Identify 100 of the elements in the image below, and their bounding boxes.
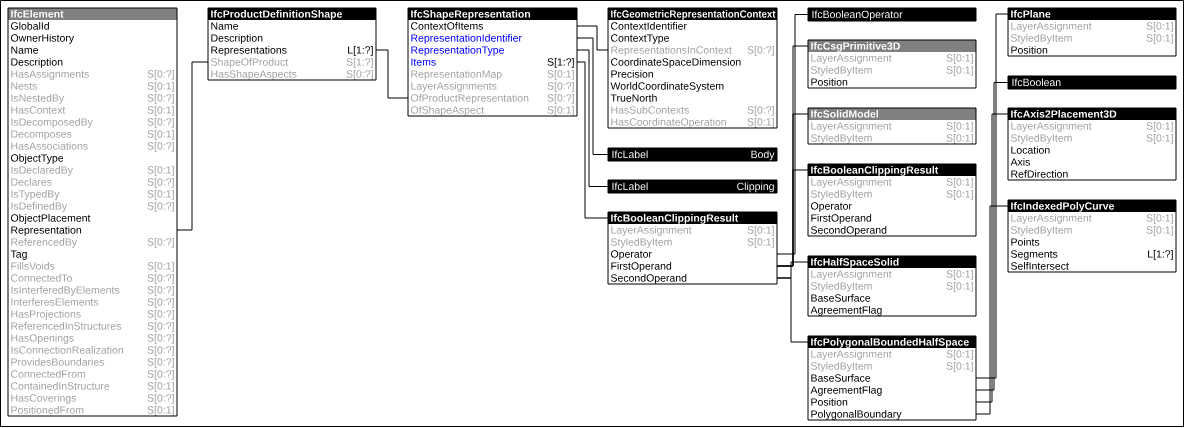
- attribute-name: IsDecomposedBy: [11, 118, 93, 128]
- connector-line: [576, 61, 609, 219]
- attribute-name: RepresentationType: [411, 46, 504, 56]
- attribute-name: StyledByItem: [811, 66, 872, 76]
- attribute-name: LayerAssignment: [811, 350, 892, 360]
- cardinality: S[0:1]: [147, 130, 174, 140]
- attribute-name: Name: [11, 46, 39, 54]
- attribute-name: LayerAssignment: [1011, 214, 1092, 224]
- attribute-name: OfProductRepresentation: [411, 94, 529, 104]
- cardinality: S[0:1]: [946, 66, 973, 76]
- attribute-name: ObjectPlacement: [11, 214, 91, 224]
- attribute-name: LayerAssignment: [1011, 22, 1092, 32]
- attribute-name: ConnectedFrom: [11, 370, 86, 378]
- attribute-name: RepresentationMap: [411, 70, 502, 80]
- attribute-name: StyledByItem: [1011, 34, 1072, 44]
- cardinality: S[0:?]: [147, 394, 174, 404]
- cardinality: S[0:1]: [547, 70, 574, 80]
- cardinality: S[0:1]: [1146, 226, 1173, 236]
- attribute-name: ProvidesBoundaries: [11, 358, 105, 366]
- value-text: Clipping: [737, 182, 774, 193]
- attribute-name: IsNestedBy: [11, 94, 65, 104]
- attribute-name: WorldCoordinateSystem: [610, 82, 724, 92]
- cardinality: L[1:?]: [348, 46, 373, 56]
- attribute-name: Items: [411, 58, 436, 66]
- entity-box: [1007, 7, 1177, 57]
- entity-box: [1007, 107, 1177, 181]
- type-bar: [1007, 75, 1177, 90]
- cardinality: S[0:1]: [946, 282, 973, 292]
- cardinality: S[0:1]: [946, 190, 973, 200]
- attribute-name: OwnerHistory: [11, 34, 75, 44]
- cardinality: S[0:?]: [147, 346, 174, 356]
- cardinality: S[0:1]: [147, 262, 174, 272]
- attribute-name: RefDirection: [1011, 170, 1068, 178]
- cardinality: S[0:1]: [147, 382, 174, 392]
- attribute-name: ObjectType: [11, 154, 64, 164]
- attribute-name: HasShapeAspects: [211, 70, 297, 80]
- attribute-name: StyledByItem: [811, 362, 872, 372]
- attribute-name: StyledByItem: [611, 238, 672, 248]
- attribute-name: LayerAssignment: [811, 122, 892, 132]
- attribute-name: Operator: [611, 250, 652, 260]
- cardinality: S[0:?]: [147, 322, 174, 332]
- cardinality: S[0:1]: [747, 238, 774, 248]
- attribute-name: Location: [1011, 146, 1050, 154]
- cardinality: S[0:1]: [147, 166, 174, 176]
- cardinality: S[0:?]: [147, 142, 174, 152]
- attribute-name: Description: [11, 58, 63, 68]
- cardinality: S[0:?]: [147, 118, 174, 128]
- connector-line: [776, 14, 809, 255]
- attribute-name: Axis: [1010, 158, 1030, 166]
- attribute-name: BaseSurface: [811, 294, 871, 302]
- attribute-name: Tag: [10, 250, 27, 260]
- cardinality: S[0:1]: [147, 190, 174, 200]
- entity-box: [607, 7, 778, 129]
- attribute-name: HasOpenings: [11, 334, 74, 344]
- entity-box: [1007, 199, 1177, 273]
- attribute-name: Points: [1011, 238, 1040, 246]
- cardinality: S[0:1]: [946, 54, 973, 64]
- attribute-name: ShapeOfProduct: [211, 58, 289, 68]
- attribute-name: FirstOperand: [611, 262, 672, 272]
- attribute-name: BaseSurface: [811, 374, 871, 382]
- cardinality: S[0:?]: [147, 238, 174, 248]
- cardinality: S[0:1]: [946, 178, 973, 188]
- entity-box: [807, 335, 977, 421]
- attribute-name: StyledByItem: [811, 134, 872, 144]
- attribute-name: Precision: [611, 70, 653, 78]
- cardinality: S[0:?]: [147, 70, 174, 80]
- attribute-name: LayerAssignment: [1011, 122, 1092, 132]
- cardinality: S[0:?]: [147, 286, 174, 296]
- attribute-name: OfShapeAspect: [411, 106, 484, 116]
- attribute-name: IsTypedBy: [11, 190, 60, 200]
- entity-box: [607, 211, 778, 285]
- connector-line: [576, 49, 609, 187]
- attribute-name: FillsVoids: [11, 262, 55, 270]
- attribute-name: IsDeclaredBy: [11, 166, 73, 176]
- attribute-name: Nests: [11, 82, 37, 90]
- connector-line: [975, 205, 1009, 415]
- entity-box: [807, 107, 977, 145]
- cardinality: S[0:1]: [547, 106, 574, 116]
- attribute-name: StyledByItem: [1011, 226, 1072, 236]
- cardinality: S[0:?]: [147, 334, 174, 344]
- cardinality: S[0:1]: [946, 350, 973, 360]
- attribute-name: HasAssociations: [11, 142, 88, 150]
- attribute-name: SelfIntersect: [1011, 262, 1069, 270]
- attribute-name: ContextType: [611, 34, 669, 44]
- attribute-name: StyledByItem: [811, 190, 872, 200]
- attribute-name: Declares: [11, 178, 52, 186]
- connector-line: [975, 13, 1009, 379]
- attribute-name: HasCoordinateOperation: [611, 118, 726, 128]
- attribute-name: SecondOperand: [611, 274, 687, 284]
- attribute-name: Decomposes: [11, 130, 72, 140]
- cardinality: S[0:1]: [147, 406, 174, 416]
- attribute-name: LayerAssignment: [611, 226, 692, 236]
- cardinality: S[0:1]: [747, 226, 774, 236]
- type-name: IfcBoolean: [1012, 78, 1061, 87]
- cardinality: S[0:?]: [147, 370, 174, 380]
- attribute-name: HasContext: [11, 106, 66, 114]
- attribute-name: IsInterferedByElements: [11, 286, 120, 296]
- cardinality: S[0:1]: [1146, 34, 1173, 44]
- attribute-name: HasSubContexts: [611, 106, 689, 114]
- attribute-name: ContainedInStructure: [11, 382, 110, 390]
